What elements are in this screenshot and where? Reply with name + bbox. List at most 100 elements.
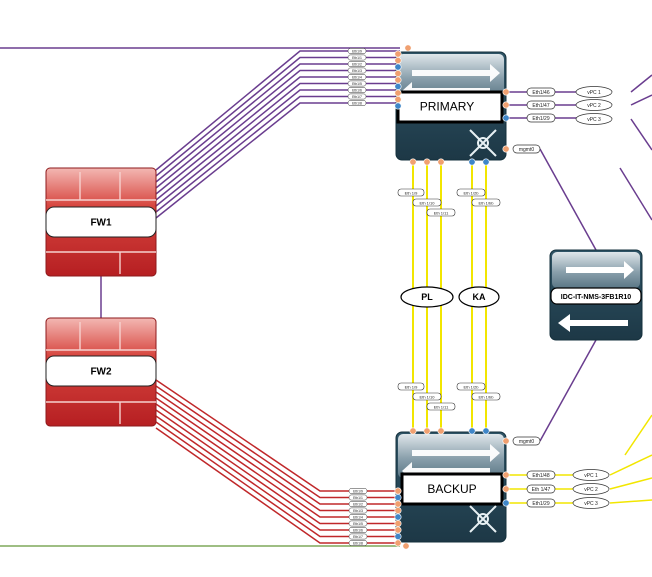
port-dot xyxy=(502,101,510,109)
fw2-uplink-port: Eth1/9 xyxy=(353,489,363,493)
pl-bottom-port-2: Eth 1/10 xyxy=(420,395,436,400)
fw2-uplink-line xyxy=(155,427,400,544)
ka-top-port-2: Eth 1/bb xyxy=(479,201,495,206)
port-dot xyxy=(482,158,490,166)
pl-label: PL xyxy=(421,292,433,302)
backup-port-3: Eth1/29 xyxy=(532,501,549,507)
fw1-uplink-pill xyxy=(347,87,367,93)
primary-right-ports: Eth1/46 Eth1/47 Eth1/29 vPC 1 vPC 2 vPC … xyxy=(505,86,613,125)
primary-vpc-links xyxy=(619,74,652,221)
port-dot xyxy=(402,542,410,550)
fw1-uplink-port: Eth1/9 xyxy=(352,49,362,53)
fw2-uplink-line xyxy=(155,409,400,525)
primary-port-3: Eth1/29 xyxy=(532,116,549,122)
fw2-uplink-line xyxy=(155,415,400,531)
port-dot xyxy=(394,513,402,521)
backup-port-1: Eth1/48 xyxy=(532,473,549,479)
port-dot xyxy=(468,158,476,166)
fw1-uplink-line xyxy=(155,76,400,195)
fw2-uplink-port: Eth1/7 xyxy=(353,535,363,539)
port-dot xyxy=(423,427,431,435)
backup-vpc-2: vPC 2 xyxy=(584,487,598,493)
port-dot xyxy=(394,506,402,514)
fw2-uplink-pill xyxy=(348,494,368,501)
fw1-uplink-port: Eth1/7 xyxy=(352,95,362,99)
pl-top-port-1: Eth 1/9 xyxy=(405,191,418,196)
port-dot xyxy=(502,485,510,493)
ka-label: KA xyxy=(473,292,486,302)
pl-bottom-port-3: Eth 1/11 xyxy=(434,405,449,410)
fw2-firewall[interactable]: FW2 xyxy=(45,317,157,427)
ka-bottom-port-1: Eth 1/2b xyxy=(464,385,480,390)
fw2-uplink-pill xyxy=(348,488,368,494)
fw1-uplink-port: Eth1/3 xyxy=(352,69,362,73)
port-dot xyxy=(394,63,402,71)
primary-vpc-2: vPC 2 xyxy=(587,103,601,109)
pl-top-port-3: Eth 1/11 xyxy=(434,211,449,216)
port-dot xyxy=(394,493,402,501)
fw1-uplink-line xyxy=(155,89,400,207)
fw2-uplink-port: Eth1/1 xyxy=(353,496,363,500)
fw1-uplink-pill xyxy=(347,67,367,74)
fw2-uplink-line xyxy=(155,397,400,512)
port-dot xyxy=(394,56,402,64)
fw2-uplink-port: Eth1/5 xyxy=(353,522,363,526)
backup-vpc-3: vPC 3 xyxy=(584,501,598,507)
port-dot xyxy=(437,427,445,435)
ka-bottom-port-2: Eth 1/bb xyxy=(479,395,495,400)
fw1-uplink-port: Eth1/6 xyxy=(352,88,362,92)
fw2-uplink-pill xyxy=(348,540,368,546)
fw1-uplink-port: Eth1/2 xyxy=(352,62,362,66)
backup-right-ports: Eth1/48 Eth 1/47 Eth1/29 vPC 1 vPC 2 vPC… xyxy=(505,469,610,509)
fw1-uplink-line xyxy=(155,56,400,177)
port-dot xyxy=(394,487,402,495)
backup-fabric-icon xyxy=(469,505,497,533)
backup-vpc-1: vPC 1 xyxy=(584,473,598,479)
fw1-label: FW1 xyxy=(90,218,112,229)
port-dot xyxy=(437,158,445,166)
port-dot xyxy=(502,471,510,479)
port-dot xyxy=(394,500,402,508)
fw2-uplink-line xyxy=(155,403,400,518)
fw1-uplink-line xyxy=(155,50,400,171)
port-dot xyxy=(394,539,402,547)
nms-switch[interactable]: IDC-IT-NMS-3FB1R10 xyxy=(549,249,643,341)
fw2-uplink-port: Eth1/4 xyxy=(353,515,363,519)
fw2-uplink-pill xyxy=(348,507,368,514)
ka-ellipse xyxy=(458,286,500,308)
fw1-uplink-port: Eth1/1 xyxy=(352,56,362,60)
primary-port-1: Eth1/46 xyxy=(532,90,549,96)
backup-port-2: Eth 1/47 xyxy=(532,487,551,493)
backup-switch[interactable]: BACKUP xyxy=(395,431,507,543)
port-dot xyxy=(394,96,402,104)
fw1-uplink-line xyxy=(155,69,400,189)
port-dot xyxy=(394,76,402,84)
fw2-backup-links: Eth1/9Eth1/1Eth1/2Eth1/3Eth1/4Eth1/5Eth1… xyxy=(155,379,400,546)
fw2-uplink-pill xyxy=(348,520,368,527)
port-dot xyxy=(409,158,417,166)
fw1-uplink-pill xyxy=(347,48,367,54)
fw2-uplink-pill xyxy=(348,514,368,520)
port-dot xyxy=(502,145,510,153)
port-dot xyxy=(468,427,476,435)
fw1-uplink-line xyxy=(155,95,400,213)
fw1-primary-links: Eth1/9Eth1/1Eth1/2Eth1/3Eth1/4Eth1/5Eth1… xyxy=(155,48,400,219)
port-dot xyxy=(482,427,490,435)
port-dot xyxy=(502,88,510,96)
port-dot xyxy=(394,70,402,78)
fw2-uplink-line xyxy=(155,385,400,499)
fw2-uplink-pill xyxy=(348,533,368,540)
primary-label: PRIMARY xyxy=(420,100,474,114)
fw2-uplink-line xyxy=(155,379,400,492)
fw2-uplink-port: Eth1/6 xyxy=(353,528,363,532)
primary-mgmt-label: mgmt0 xyxy=(519,147,535,153)
fw1-firewall[interactable]: FW1 xyxy=(45,167,157,277)
pl-bottom-port-1: Eth 1/9 xyxy=(405,385,418,390)
primary-switch[interactable]: PRIMARY xyxy=(395,51,507,161)
backup-label: BACKUP xyxy=(427,482,476,496)
port-dot xyxy=(394,519,402,527)
pl-top-port-2: Eth 1/10 xyxy=(420,201,436,206)
backup-mgmt-label: mgmt0 xyxy=(519,439,535,445)
fw2-uplink-line xyxy=(155,391,400,505)
